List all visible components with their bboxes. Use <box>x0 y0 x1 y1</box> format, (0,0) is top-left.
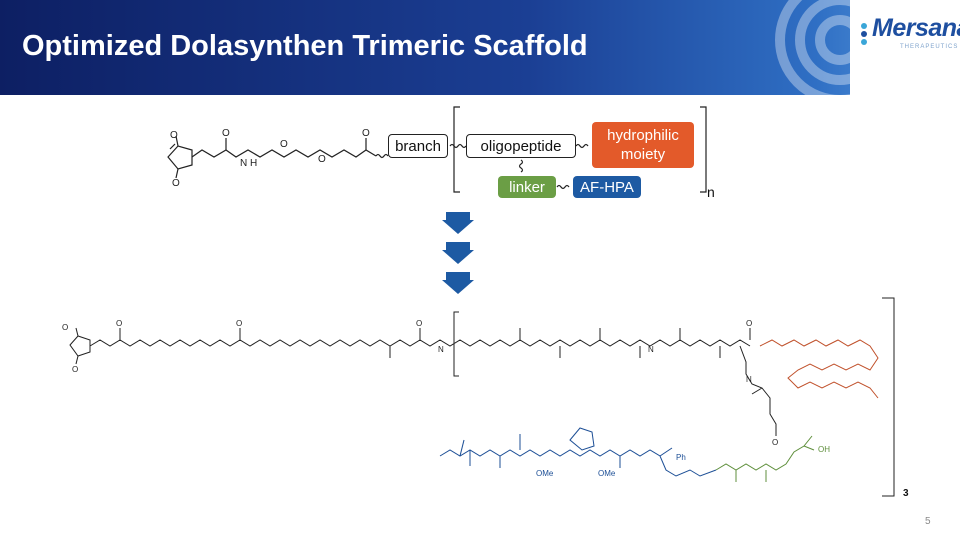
logo-tagline: THERAPEUTICS <box>900 44 959 50</box>
atom-label: N <box>746 375 752 384</box>
branch-box: branch <box>388 134 448 158</box>
decorative-arcs <box>775 0 860 95</box>
atom-label: N <box>648 345 654 354</box>
repeat-subscript-3: 3 <box>903 488 909 499</box>
atom-label: N H <box>240 158 257 169</box>
atom-label: OH <box>818 445 830 454</box>
slide-title: Optimized Dolasynthen Trimeric Scaffold <box>22 30 588 62</box>
slide-header: Optimized Dolasynthen Trimeric Scaffold <box>0 0 960 95</box>
atom-label: O <box>318 154 326 165</box>
atom-label: OMe <box>598 469 616 478</box>
payload-box: AF-HPA <box>573 176 641 198</box>
atom-label: O <box>62 323 68 332</box>
down-arrow-icon <box>442 212 474 234</box>
atom-label: OMe <box>536 469 554 478</box>
atom-label: O <box>170 130 178 141</box>
down-arrow-icon <box>442 272 474 294</box>
logo-panel <box>850 0 960 95</box>
logo-wordmark: Mersana <box>872 14 960 42</box>
oligopeptide-box: oligopeptide <box>466 134 576 158</box>
repeat-subscript-n: n <box>707 184 715 200</box>
atom-label: O <box>222 128 230 139</box>
atom-label: O <box>362 128 370 139</box>
atom-label: O <box>416 319 422 328</box>
atom-label: Ph <box>676 453 686 462</box>
mersana-logo-icon <box>861 23 867 45</box>
linker-box: linker <box>498 176 556 198</box>
atom-label: O <box>280 139 288 150</box>
down-arrows <box>442 212 474 294</box>
down-arrow-icon <box>442 242 474 264</box>
atom-label: O <box>116 319 122 328</box>
page-number: 5 <box>925 516 931 527</box>
atom-label: O <box>72 365 78 374</box>
atom-label: O <box>172 178 180 189</box>
hydrophilic-moiety-box: hydrophilic moiety <box>592 122 694 168</box>
atom-label: O <box>772 438 778 447</box>
atom-label: N <box>438 345 444 354</box>
atom-label: O <box>236 319 242 328</box>
atom-label: O <box>746 319 752 328</box>
